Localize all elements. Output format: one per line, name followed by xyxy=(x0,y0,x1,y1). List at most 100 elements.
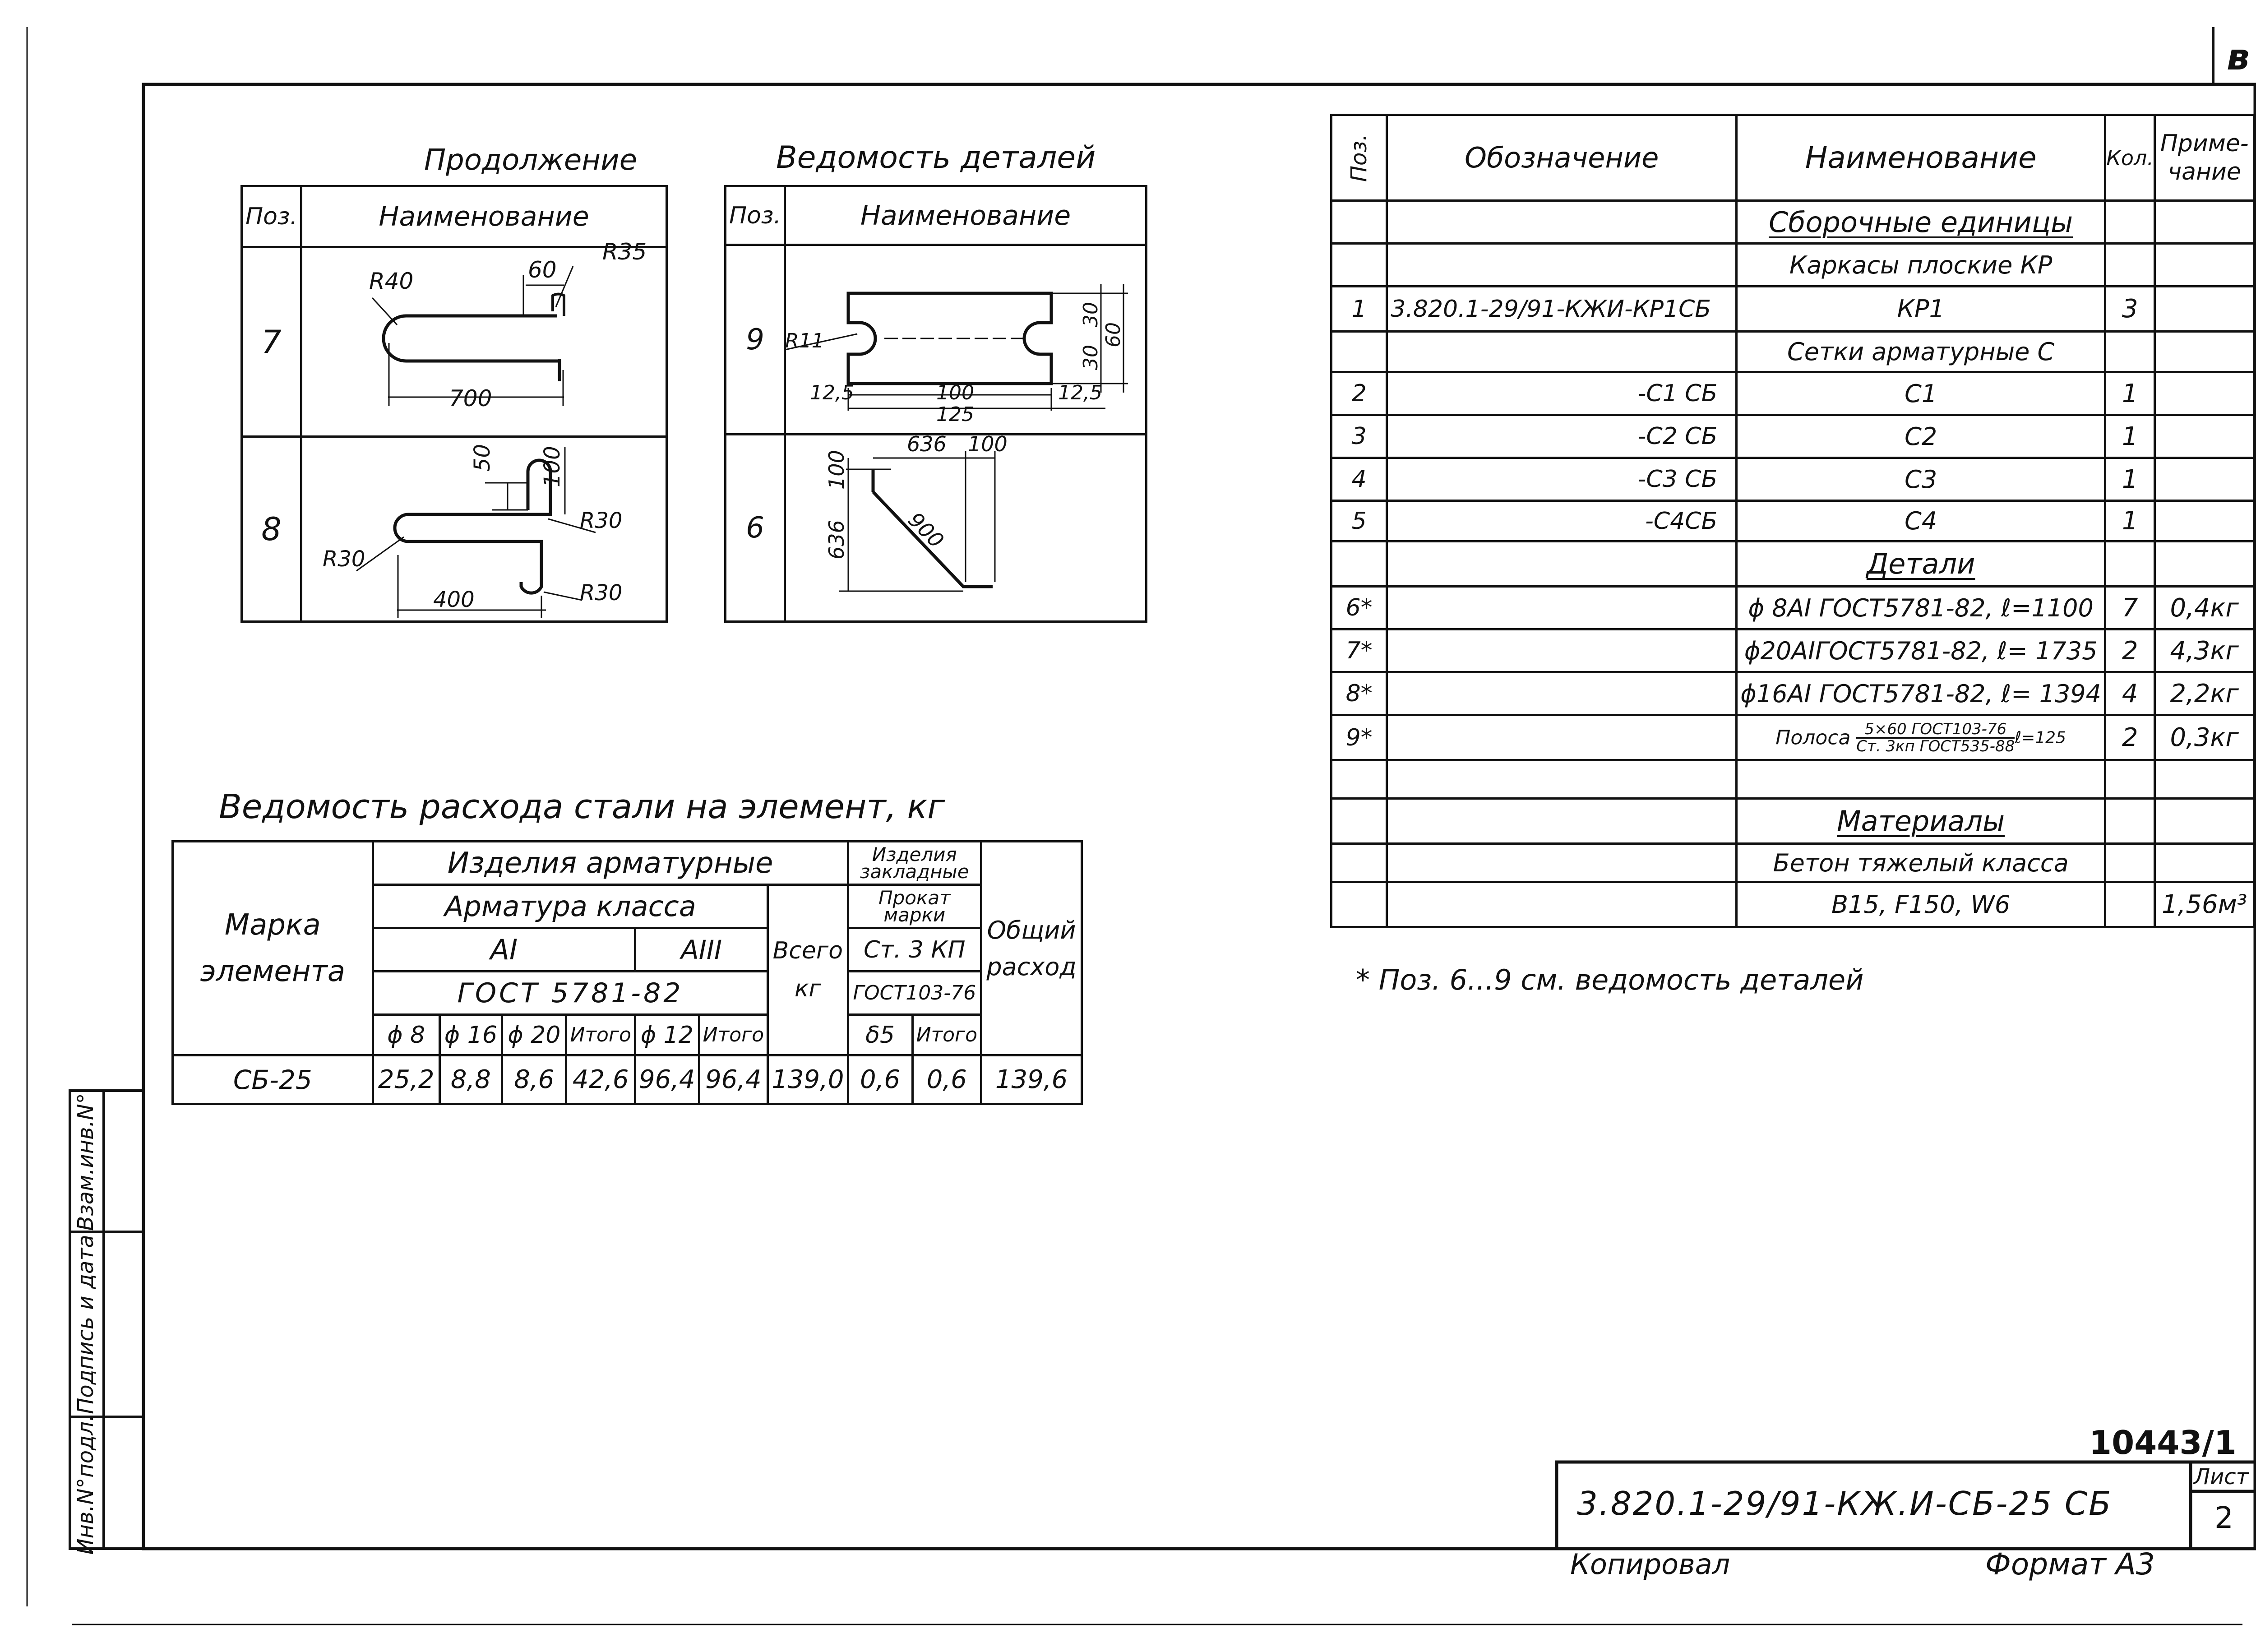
spec-cell-kol: 1 xyxy=(2104,371,2156,416)
steel-marka-2: элемента xyxy=(200,954,346,988)
spec-cell-name: ϕ 8AI ГОСТ5781-82, ℓ=1100 xyxy=(1735,585,2107,630)
spec-cell-oboz xyxy=(1386,881,1738,928)
steel-col: Итого xyxy=(565,1013,636,1056)
steel-izd-arm: Изделия арматурные xyxy=(371,840,849,886)
spec-header-pos: Поз. xyxy=(1330,114,1388,202)
spec-cell-kol: 1 xyxy=(2104,500,2156,542)
spec-cell-prim: 0,4кг xyxy=(2154,585,2255,630)
spec-cell-kol xyxy=(2104,797,2156,845)
details-table: Поз. Наименование 9 6 xyxy=(724,185,1147,623)
spec-cell-name: КР1 xyxy=(1735,285,2107,333)
steel-obshiy-2: расход xyxy=(986,952,1077,981)
spec-cell-oboz: -С3 СБ xyxy=(1386,457,1738,502)
table-row: Материалы xyxy=(1330,797,2255,845)
steel-izd-zakl: Изделия закладные xyxy=(846,840,983,886)
steel-izd-zakl-2: закладные xyxy=(860,860,969,883)
spec-cell-name: ϕ16AI ГОСТ5781-82, ℓ= 1394 xyxy=(1735,671,2107,716)
spec-cell-oboz: 3.820.1-29/91-КЖИ-КР1СБ xyxy=(1386,285,1738,333)
spec-cell-oboz xyxy=(1386,585,1738,630)
steel-title: Ведомость расхода стали на элемент, кг xyxy=(219,787,945,826)
continuation-table: Поз. Наименование 7 8 xyxy=(240,185,668,623)
spec-cell-prim: 4,3кг xyxy=(2154,628,2255,673)
spec-cell-prim xyxy=(2154,199,2255,245)
steel-table: Марка элемента Изделия арматурные Издели… xyxy=(171,840,1083,1105)
steel-cell: 96,4 xyxy=(633,1054,700,1105)
polosa-den: Ст. 3кп ГОСТ535-88 xyxy=(1856,737,2015,755)
steel-col: ϕ 20 xyxy=(501,1013,568,1056)
spec-cell-kol xyxy=(2104,330,2156,373)
cont-row-pos: 7 xyxy=(240,246,303,438)
spec-cell-prim xyxy=(2154,330,2255,373)
stamp-number: 10443/1 xyxy=(2089,1424,2237,1462)
spec-cell-kol xyxy=(2104,842,2156,883)
polosa-word: Полоса xyxy=(1775,726,1851,749)
spec-cell-oboz xyxy=(1386,540,1738,588)
spec-header-name: Наименование xyxy=(1735,114,2107,202)
spec-cell-kol: 1 xyxy=(2104,414,2156,459)
steel-vsego: Всего кг xyxy=(767,884,849,1056)
spec-header-prim: Приме- чание xyxy=(2154,114,2255,202)
spec-header-prim-1: Приме- xyxy=(2160,130,2249,157)
spec-cell-pos xyxy=(1330,881,1388,928)
spec-cell-kol: 2 xyxy=(2104,628,2156,673)
table-row xyxy=(1330,759,2255,800)
spec-cell-kol xyxy=(2104,540,2156,588)
spec-table: Поз. Обозначение Наименование Кол. Приме… xyxy=(1330,114,2255,928)
spec-cell-kol: 4 xyxy=(2104,671,2156,716)
spec-cell-prim: 1,56м³ xyxy=(2154,881,2255,928)
steel-cell: 42,6 xyxy=(565,1054,636,1105)
spec-cell-oboz xyxy=(1386,842,1738,883)
det-header-pos: Поз. xyxy=(724,185,786,246)
spec-cell-name: Материалы xyxy=(1735,797,2107,845)
spec-cell-prim xyxy=(2154,540,2255,588)
spec-cell-prim xyxy=(2154,759,2255,800)
side-stamp-sign: Подпись и дата xyxy=(73,1235,98,1414)
side-stamp-inv: Инв.N°подл. xyxy=(73,1414,98,1555)
spec-cell-oboz xyxy=(1386,330,1738,373)
steel-prokat-1: Прокат xyxy=(878,886,951,909)
table-row: СБ-25 25,2 8,8 8,6 42,6 96,4 96,4 139,0 … xyxy=(171,1054,1083,1105)
spec-cell-name: С2 xyxy=(1735,414,2107,459)
cont-header-name: Наименование xyxy=(300,185,668,248)
spec-cell-name: С3 xyxy=(1735,457,2107,502)
steel-st3: Ст. 3 КП xyxy=(846,927,983,972)
spec-cell-name: ϕ20AIГОСТ5781-82, ℓ= 1735 xyxy=(1735,628,2107,673)
spec-cell-kol xyxy=(2104,199,2156,245)
steel-cell: 8,6 xyxy=(501,1054,568,1105)
steel-vsego-2: кг xyxy=(794,975,821,1002)
stamp-kopiroval: Копировал xyxy=(1570,1548,1730,1581)
spec-cell-prim xyxy=(2154,842,2255,883)
spec-cell-pos xyxy=(1330,759,1388,800)
spec-cell-pos xyxy=(1330,797,1388,845)
steel-cell: СБ-25 xyxy=(171,1054,374,1105)
spec-cell-name: Бетон тяжелый класса xyxy=(1735,842,2107,883)
spec-cell-prim xyxy=(2154,797,2255,845)
spec-cell-pos: 1 xyxy=(1330,285,1388,333)
spec-cell-pos xyxy=(1330,242,1388,287)
spec-cell-oboz: -С1 СБ xyxy=(1386,371,1738,416)
spec-cell-pos: 2 xyxy=(1330,371,1388,416)
det-header-name: Наименование xyxy=(784,185,1147,246)
spec-section-heading: Сборочные единицы xyxy=(1769,205,2073,239)
spec-cell-oboz: -С4СБ xyxy=(1386,500,1738,542)
steel-marka-1: Марка xyxy=(224,908,321,942)
spec-cell-kol xyxy=(2104,759,2156,800)
steel-obshiy: Общий расход xyxy=(980,840,1083,1056)
spec-cell-pos: 8* xyxy=(1330,671,1388,716)
spec-cell-kol: 2 xyxy=(2104,714,2156,761)
steel-gost5781: ГОСТ 5781-82 xyxy=(371,970,769,1016)
spec-cell-pos xyxy=(1330,842,1388,883)
steel-gost103: ГОСТ103-76 xyxy=(846,970,983,1016)
spec-cell-kol xyxy=(2104,881,2156,928)
steel-col: Итого xyxy=(698,1013,769,1056)
stamp-list-no: 2 xyxy=(2214,1500,2233,1535)
cont-row-pos: 8 xyxy=(240,435,303,623)
